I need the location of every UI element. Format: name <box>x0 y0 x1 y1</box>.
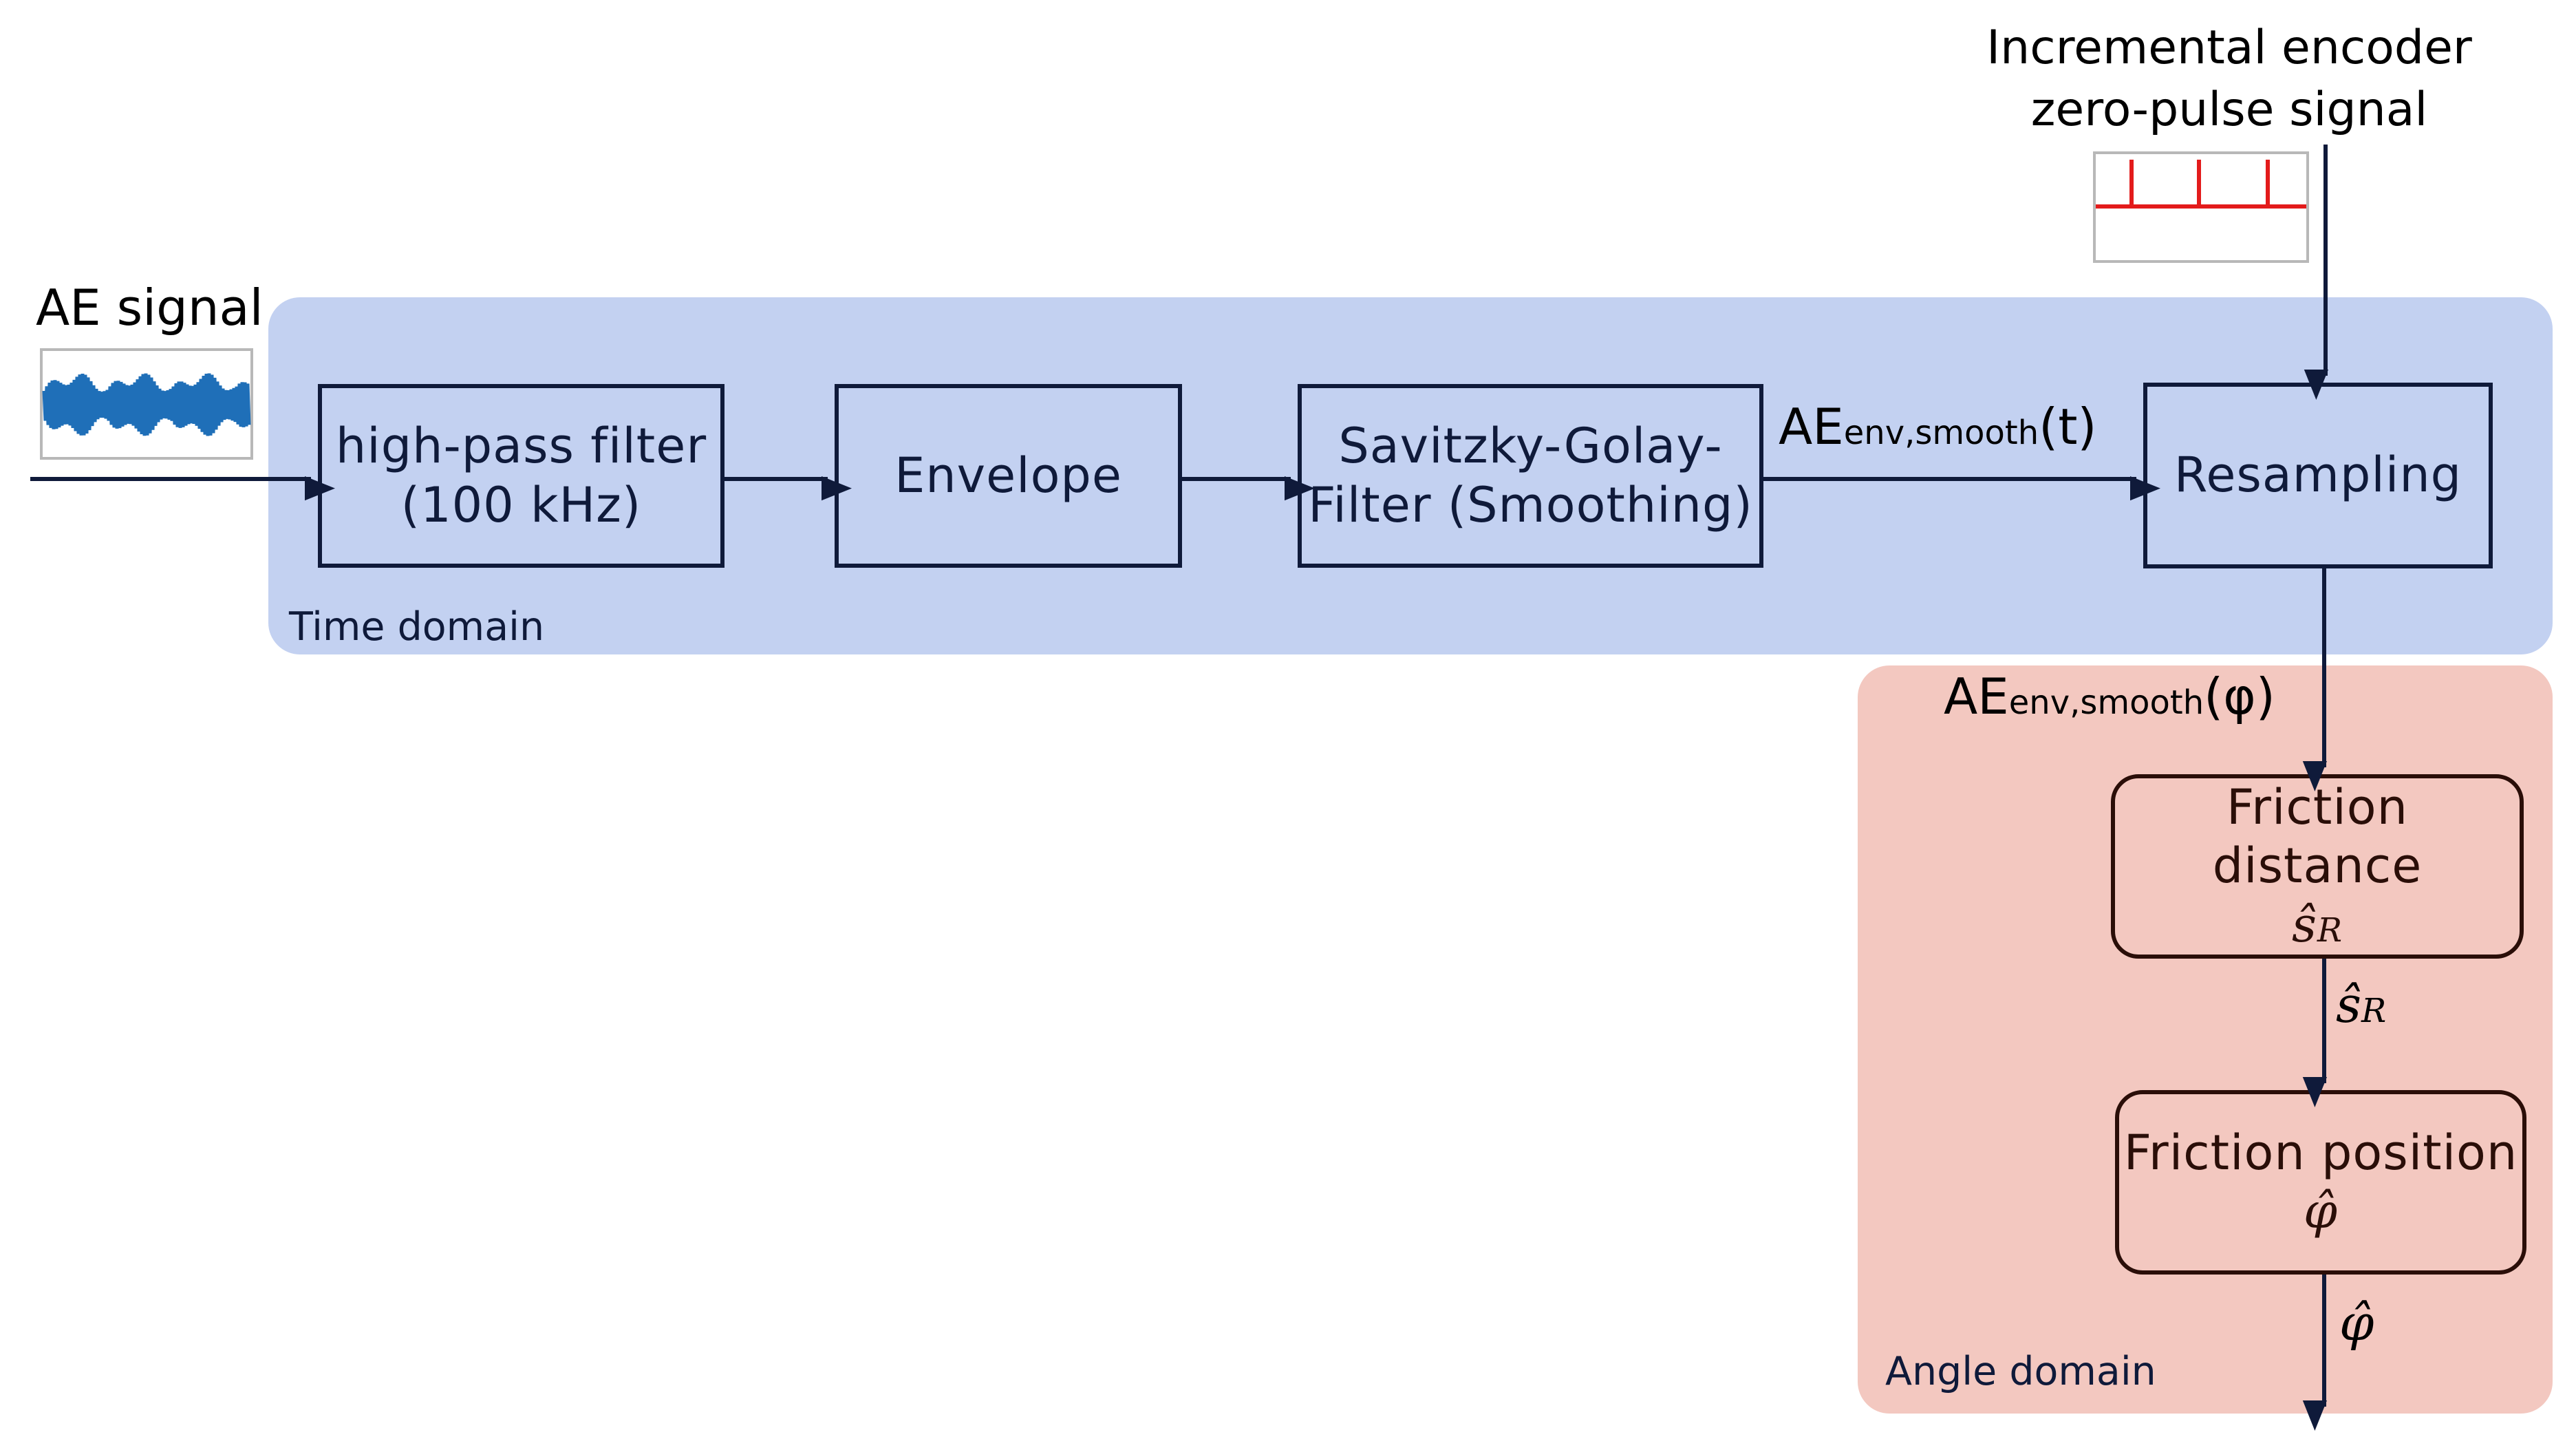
friction-distance-symbol: ŝR <box>2291 896 2343 953</box>
friction-position-block: Friction position φ̂ <box>2115 1090 2526 1275</box>
angle-domain-label: Angle domain <box>1885 1349 2156 1394</box>
friction-position-symbol: φ̂ <box>2303 1183 2338 1239</box>
envelope-block: Envelope <box>835 384 1182 568</box>
savitzky-golay-label: Savitzky-Golay- <box>1338 418 1723 475</box>
encoder-label-line1: Incremental encoder <box>1986 21 2472 75</box>
ae-signal-label: AE signal <box>36 279 264 337</box>
ae-signal-thumbnail <box>40 348 253 460</box>
ae-env-smooth-phi-label: AEenv,smooth(φ) <box>1944 668 2275 725</box>
encoder-label-line2: zero-pulse signal <box>2030 83 2428 137</box>
encoder-pulse-thumbnail <box>2093 151 2309 263</box>
savitzky-golay-block: Savitzky-Golay- Filter (Smoothing) <box>1298 384 1763 568</box>
savitzky-golay-sublabel: Filter (Smoothing) <box>1308 476 1753 533</box>
ae-waveform-icon <box>42 373 251 436</box>
angle-domain-region <box>1858 665 2553 1414</box>
friction-position-label: Friction position <box>2123 1124 2518 1181</box>
resampling-label: Resampling <box>2174 447 2462 504</box>
highpass-filter-cutoff: (100 kHz) <box>400 476 642 533</box>
phi-hat-output-label: φ̂ <box>2339 1294 2374 1352</box>
envelope-label: Envelope <box>894 447 1122 504</box>
highpass-filter-block: high-pass filter (100 kHz) <box>318 384 724 568</box>
highpass-filter-label: high-pass filter <box>335 418 707 475</box>
zero-pulse-icon <box>2096 160 2306 209</box>
s-hat-arrow-label: ŝR <box>2336 976 2387 1034</box>
ae-env-smooth-t-label: AEenv,smooth(t) <box>1779 398 2097 456</box>
time-domain-region <box>268 297 2553 654</box>
time-domain-label: Time domain <box>289 604 545 650</box>
